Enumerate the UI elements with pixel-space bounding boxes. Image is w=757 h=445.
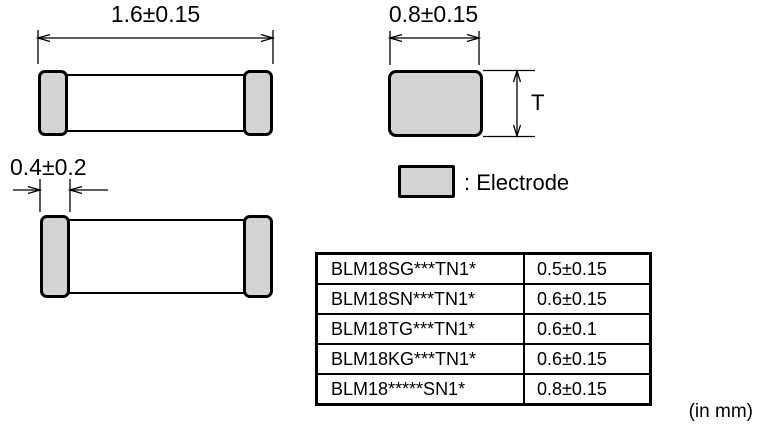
table-row: BLM18TG***TN1* 0.6±0.1 bbox=[318, 315, 649, 345]
thickness-value-cell: 0.6±0.15 bbox=[537, 288, 607, 309]
arrowhead-down-icon bbox=[512, 124, 522, 139]
table-row: BLM18*****SN1* 0.8±0.15 bbox=[318, 375, 649, 403]
width-dimension bbox=[387, 31, 482, 65]
thickness-symbol-label: T bbox=[531, 90, 545, 115]
arrowhead-left-icon bbox=[35, 33, 51, 43]
arrowhead-left-icon bbox=[67, 185, 83, 195]
part-number-cell: BLM18SG***TN1* bbox=[318, 255, 525, 283]
part-number-cell: BLM18TG***TN1* bbox=[318, 315, 525, 343]
thickness-value-cell: 0.6±0.15 bbox=[537, 348, 607, 369]
electrode-width-dimension bbox=[13, 179, 108, 212]
chip-body bbox=[50, 219, 260, 294]
thickness-value-cell: 0.8±0.15 bbox=[537, 378, 607, 399]
length-dimension bbox=[35, 30, 276, 64]
table-row: BLM18KG***TN1* 0.6±0.15 bbox=[318, 345, 649, 375]
thickness-value-cell: 0.6±0.1 bbox=[537, 318, 597, 339]
part-number-cell: BLM18SN***TN1* bbox=[318, 285, 525, 313]
electrode-left bbox=[40, 215, 70, 298]
thickness-dimension bbox=[483, 68, 535, 139]
thickness-value-cell: 0.5±0.15 bbox=[537, 258, 607, 279]
units-note: (in mm) bbox=[688, 401, 753, 422]
electrode-left bbox=[38, 70, 68, 136]
part-number-cell: BLM18*****SN1* bbox=[318, 375, 525, 403]
arrowhead-up-icon bbox=[512, 68, 522, 83]
arrowhead-right-icon bbox=[466, 33, 482, 43]
length-dimension-label: 1.6±0.15 bbox=[110, 1, 201, 27]
arrowhead-right-icon bbox=[260, 33, 276, 43]
electrode-right bbox=[243, 70, 273, 136]
table-row: BLM18SN***TN1* 0.6±0.15 bbox=[318, 285, 649, 315]
chip-body bbox=[50, 74, 260, 132]
thickness-table: BLM18SG***TN1* 0.5±0.15 BLM18SN***TN1* 0… bbox=[315, 252, 652, 406]
legend-label: : Electrode bbox=[464, 170, 570, 195]
electrode-swatch-icon bbox=[398, 165, 455, 198]
part-number-cell: BLM18KG***TN1* bbox=[318, 345, 525, 373]
arrowhead-left-icon bbox=[387, 33, 403, 43]
electrode-width-dimension-label: 0.4±0.2 bbox=[10, 154, 87, 180]
electrode-right bbox=[243, 215, 273, 298]
chip-end-view bbox=[388, 70, 483, 137]
width-dimension-label: 0.8±0.15 bbox=[388, 1, 479, 27]
arrowhead-right-icon bbox=[27, 185, 43, 195]
table-row: BLM18SG***TN1* 0.5±0.15 bbox=[318, 255, 649, 285]
